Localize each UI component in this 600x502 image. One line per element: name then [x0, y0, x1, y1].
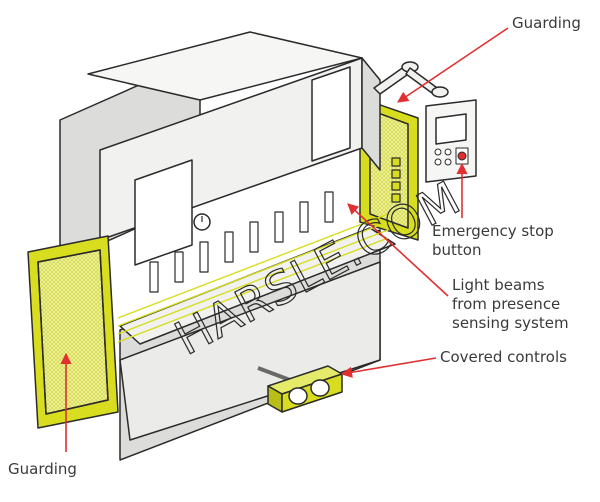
label-emergency-stop-line1: Emergency stop	[432, 222, 554, 240]
side-guard-left	[27, 235, 119, 429]
label-emergency-stop-line2: button	[432, 241, 482, 259]
arrow-covered-controls	[340, 357, 437, 378]
press-brake-frame	[59, 31, 396, 461]
label-light-beams-line2: from presence	[452, 295, 561, 313]
cable-coil	[391, 157, 401, 203]
emergency-stop-icon	[457, 151, 467, 161]
label-guarding-top: Guarding	[512, 14, 581, 32]
label-light-beams-line1: Light beams	[452, 276, 545, 294]
label-guarding-bottom: Guarding	[8, 460, 77, 478]
pendant-arm	[373, 61, 449, 98]
callout-arrows	[60, 27, 509, 452]
arrow-guarding-top	[397, 27, 509, 103]
light-beams	[117, 213, 389, 343]
label-emergency-stop: Emergency stop button	[432, 222, 554, 260]
arrow-light-beams	[347, 203, 449, 297]
label-covered-controls: Covered controls	[440, 348, 567, 366]
control-pendant	[425, 99, 477, 183]
label-light-beams-line3: sensing system	[452, 314, 569, 332]
label-light-beams: Light beams from presence sensing system	[452, 276, 569, 333]
